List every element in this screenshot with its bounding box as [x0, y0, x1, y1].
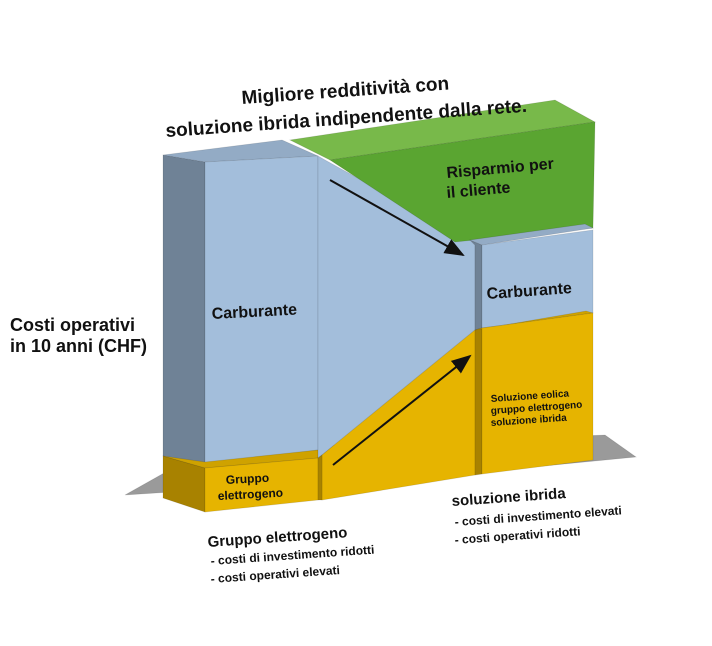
- arrow-down-icon: [329, 179, 465, 256]
- middle-generator-edge: [317, 454, 323, 501]
- right-generator-side: [474, 327, 483, 476]
- y-axis-label-line-2: in 10 anni (CHF): [10, 336, 147, 356]
- left-generator-label-line-1: Gruppo: [225, 471, 269, 487]
- left-fuel-side: [162, 154, 206, 471]
- y-axis-label-line-1: Costi operativi: [10, 315, 135, 335]
- savings-label-line-2: il cliente: [446, 179, 511, 202]
- right-fuel-top: [468, 223, 595, 246]
- footer-right-heading: soluzione ibrida: [451, 485, 567, 510]
- right-generator-front: [481, 312, 594, 475]
- left-generator-label-line-2: elettrogeno: [217, 486, 283, 503]
- arrow-up-icon: [332, 354, 472, 466]
- right-generator-label-line-1: Soluzione eolica: [490, 389, 569, 405]
- left-fuel-label: Carburante: [211, 302, 297, 323]
- right-generator-label-line-3: soluzione ibrida: [490, 413, 567, 429]
- right-fuel-label: Carburante: [486, 280, 572, 303]
